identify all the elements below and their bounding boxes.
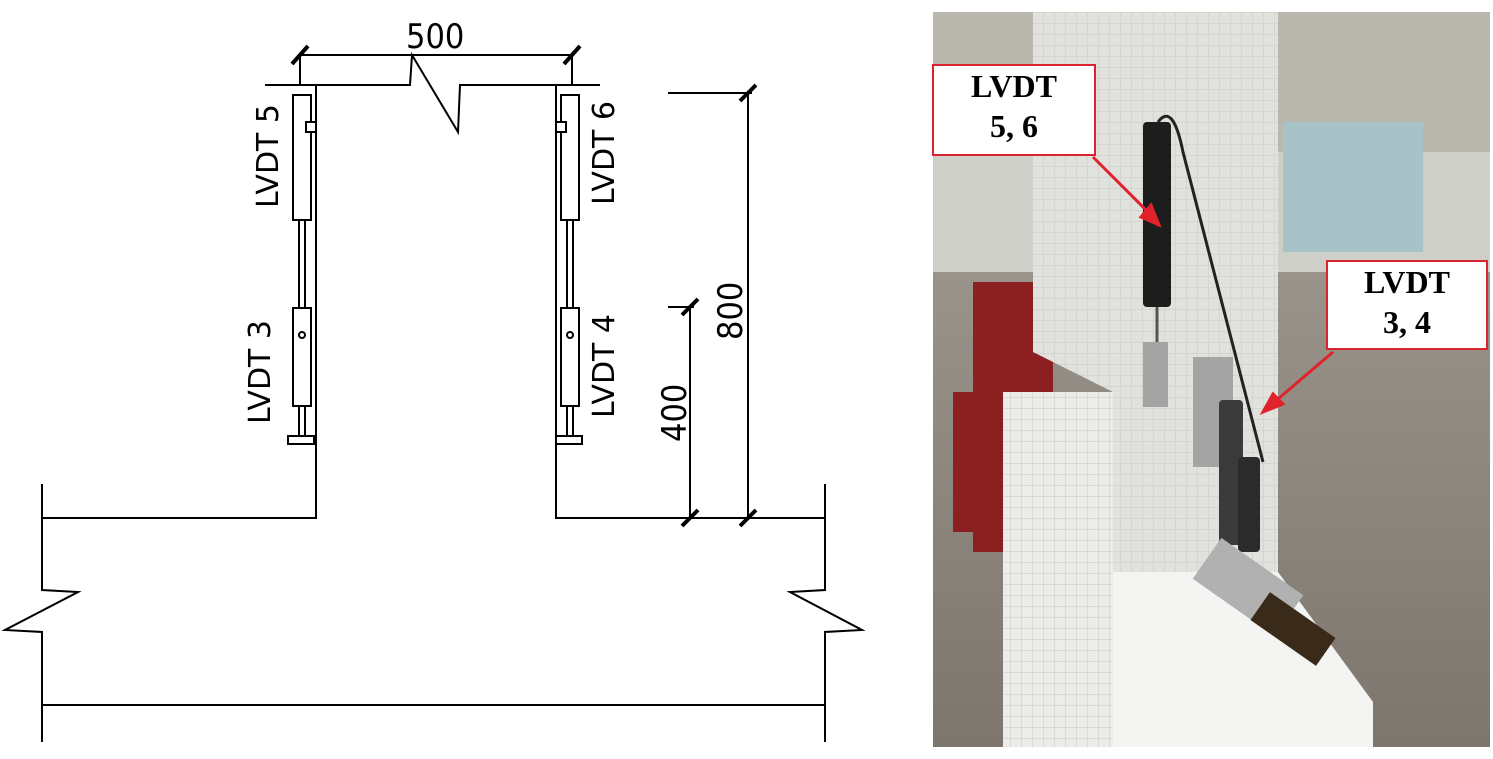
callout-lvdt-5-6-line1: LVDT (971, 68, 1057, 104)
lvdt-5-label: LVDT 5 (251, 104, 286, 208)
dimension-height-top-label: 800 (711, 282, 751, 340)
lvdt-layout-drawing: 500 800 400 LVDT 5 LVDT 3 LVDT 6 (1, 17, 866, 742)
dimension-height-top (668, 83, 758, 528)
lvdt-5-sensor (292, 94, 317, 308)
callout-lvdt-5-6-line2: 5, 6 (990, 108, 1038, 144)
lvdt-6-label: LVDT 6 (587, 101, 622, 205)
photo-lvdt-upper (1143, 114, 1265, 463)
callout-lvdt-3-4-line2: 3, 4 (1383, 304, 1431, 340)
lab-window (1283, 122, 1423, 252)
dimension-width-label: 500 (406, 17, 464, 57)
dimension-height-mid (668, 297, 700, 528)
lvdt-3-label: LVDT 3 (243, 320, 278, 424)
lvdt-4-sensor (555, 307, 583, 445)
callout-lvdt-3-4-line1: LVDT (1364, 264, 1450, 300)
callout-lvdt-3-4: LVDT 3, 4 (1326, 260, 1488, 350)
callout-lvdt-5-6: LVDT 5, 6 (932, 64, 1096, 156)
dimension-height-mid-label: 400 (655, 384, 695, 442)
lvdt-4-label: LVDT 4 (587, 314, 622, 418)
lvdt-3-sensor (287, 307, 315, 445)
callout-arrows (1091, 155, 1334, 415)
lvdt-6-sensor (555, 94, 580, 308)
dimension-width (290, 44, 582, 85)
photo-lvdt-lower (1192, 357, 1336, 666)
specimen-outline (1, 51, 866, 742)
